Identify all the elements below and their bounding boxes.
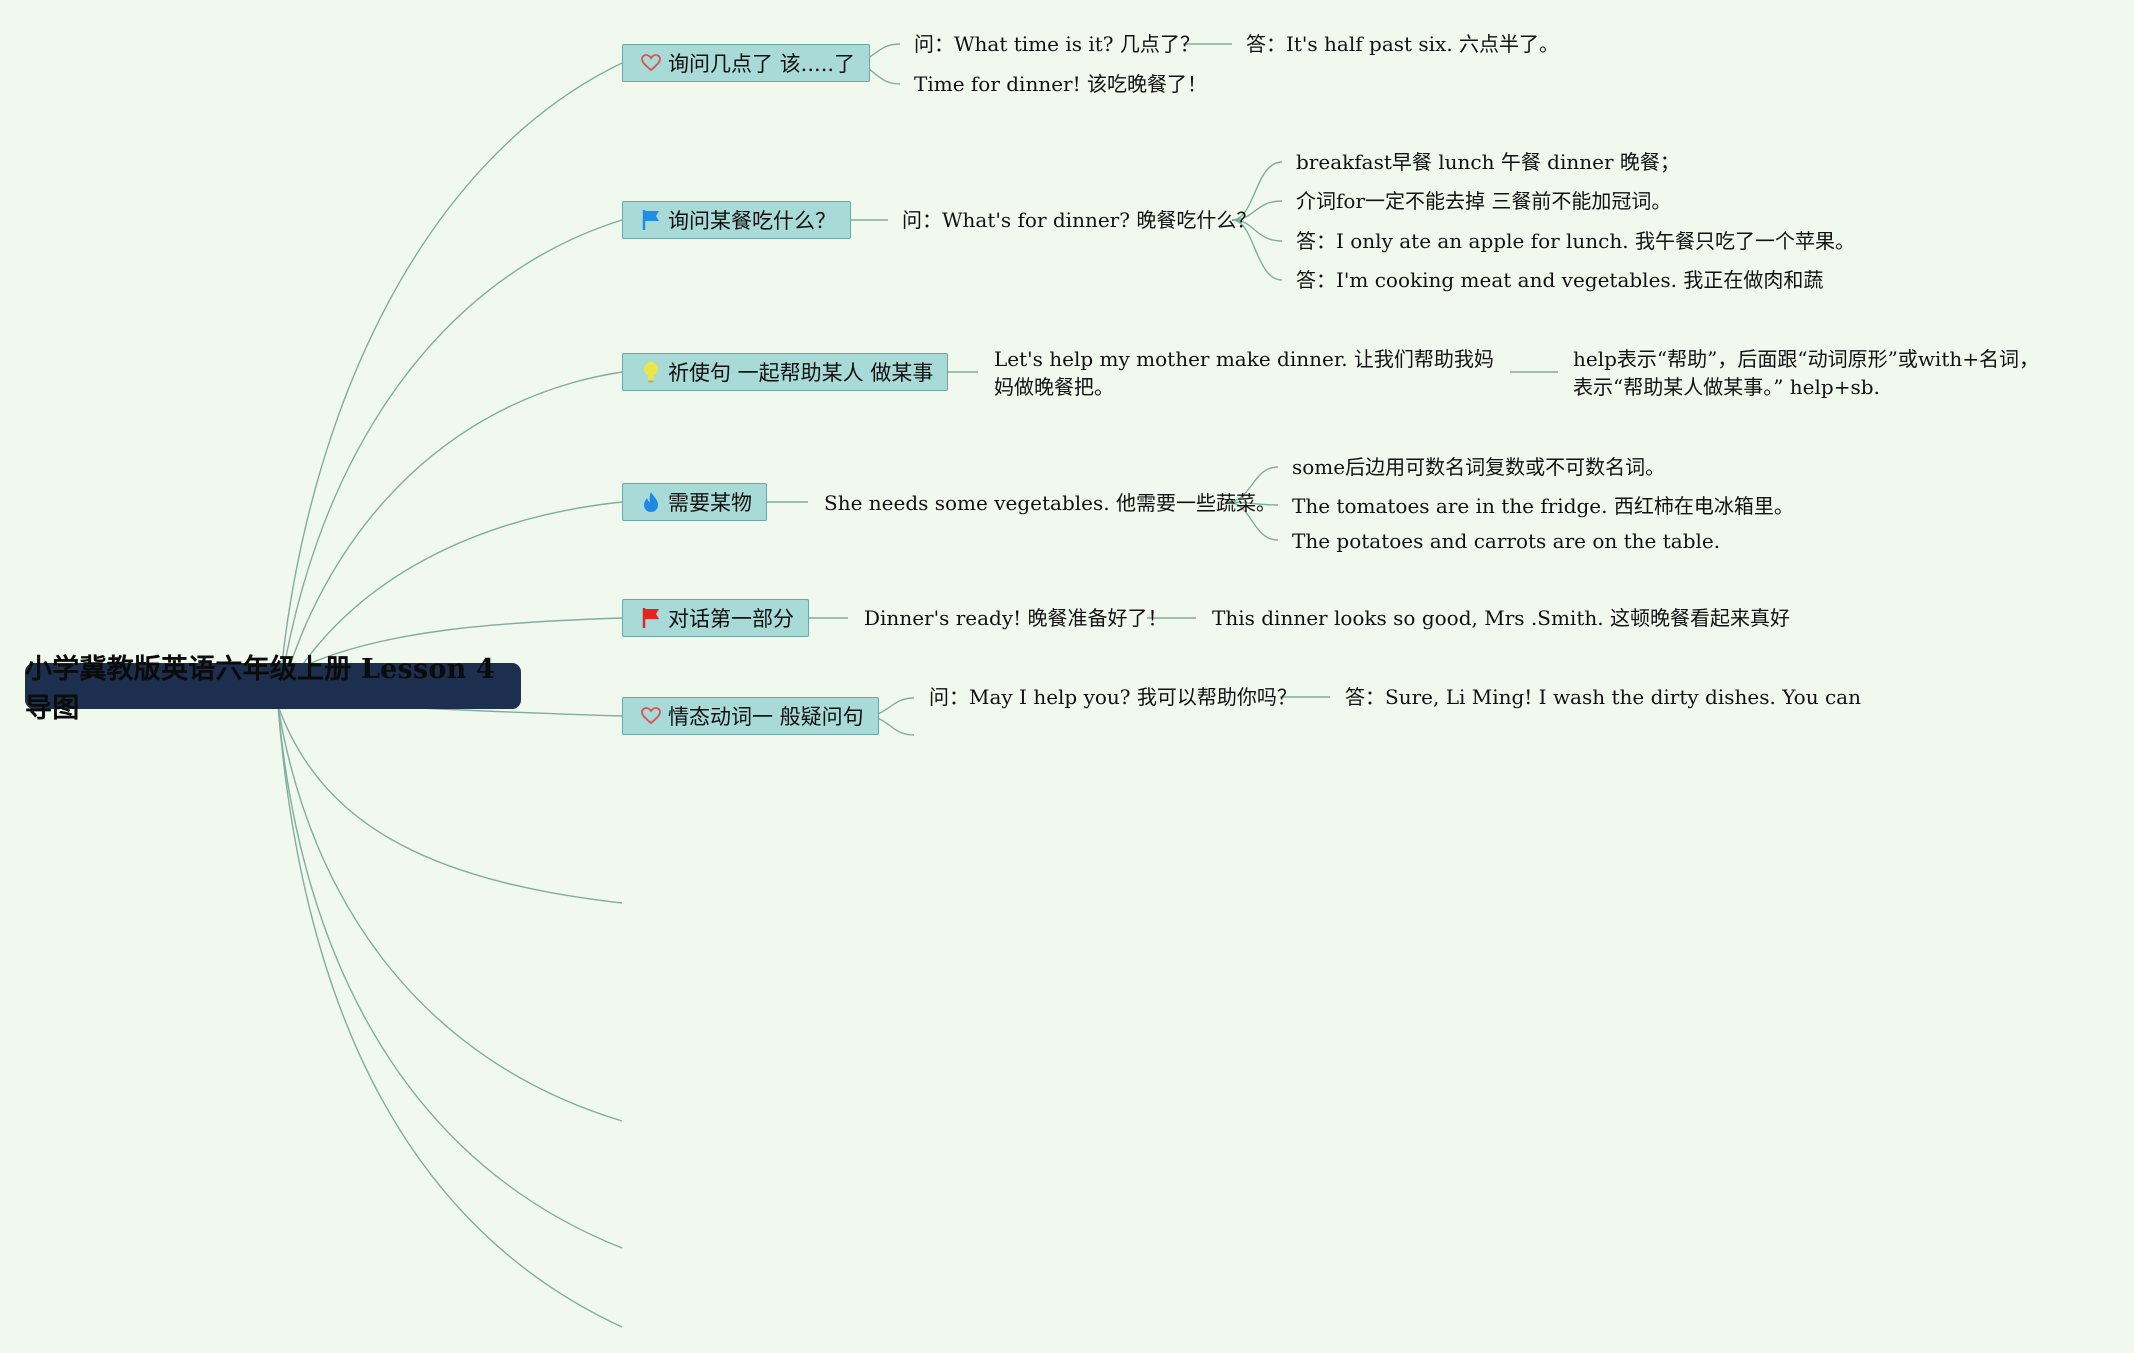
question-may-i-help[interactable]: 问：May I help you? 我可以帮助你吗？ bbox=[929, 685, 1297, 709]
central-topic[interactable]: 小学冀教版英语六年级上册 Lesson 4导图 bbox=[25, 654, 521, 724]
blue-flag-icon bbox=[640, 209, 662, 231]
topic-label: 情态动词一 般疑问句 bbox=[668, 705, 864, 729]
answer-half-past-six[interactable]: 答：It's half past six. 六点半了。 bbox=[1246, 32, 1560, 56]
note-meals[interactable]: breakfast早餐 lunch 午餐 dinner 晚餐； bbox=[1296, 150, 1680, 174]
topic-label: 对话第一部分 bbox=[668, 607, 794, 631]
sentence-dinner-ready[interactable]: Dinner's ready! 晚餐准备好了！ bbox=[864, 606, 1168, 630]
topic-ask-time[interactable]: 询问几点了 该.....了 bbox=[622, 44, 871, 82]
note-help-usage[interactable]: help表示“帮助”，后面跟“动词原形”或with+名词，表示“帮助某人做某事。… bbox=[1573, 347, 2040, 399]
topic-dialogue-part-one[interactable]: 对话第一部分 bbox=[622, 599, 809, 637]
sentence-dinner-looks-good[interactable]: This dinner looks so good, Mrs .Smith. 这… bbox=[1212, 606, 1790, 630]
topic-label: 祈使句 一起帮助某人 做某事 bbox=[668, 361, 934, 385]
answer-cooking[interactable]: 答：I'm cooking meat and vegetables. 我正在做肉… bbox=[1296, 268, 1824, 292]
topic-label: 需要某物 bbox=[668, 491, 752, 515]
topic-imperative-help[interactable]: 祈使句 一起帮助某人 做某事 bbox=[622, 353, 949, 391]
answer-apple-lunch[interactable]: 答：I only ate an apple for lunch. 我午餐只吃了一… bbox=[1296, 229, 1855, 253]
red-flag-icon bbox=[640, 607, 662, 629]
heart-outline-icon bbox=[640, 52, 662, 74]
question-whats-for-dinner[interactable]: 问：What's for dinner? 晚餐吃什么？ bbox=[902, 208, 1257, 232]
answer-sure-li-ming[interactable]: 答：Sure, Li Ming! I wash the dirty dishes… bbox=[1345, 685, 1861, 709]
sentence-tomatoes-fridge[interactable]: The tomatoes are in the fridge. 西红柿在电冰箱里… bbox=[1292, 494, 1794, 518]
topic-label: 询问几点了 该.....了 bbox=[668, 52, 856, 76]
heart-outline-icon bbox=[640, 705, 662, 727]
topic-label: 询问某餐吃什么？ bbox=[668, 209, 836, 233]
sentence-potatoes-table[interactable]: The potatoes and carrots are on the tabl… bbox=[1292, 529, 1721, 553]
yellow-lightbulb-icon bbox=[640, 361, 662, 383]
question-what-time[interactable]: 问：What time is it? 几点了？ bbox=[914, 32, 1200, 56]
sentence-lets-help[interactable]: Let's help my mother make dinner. 让我们帮助我… bbox=[994, 347, 1494, 399]
topic-ask-meal[interactable]: 询问某餐吃什么？ bbox=[622, 201, 851, 239]
blue-flame-icon bbox=[640, 491, 662, 513]
topic-modal-verb-question[interactable]: 情态动词一 般疑问句 bbox=[622, 697, 879, 735]
topic-need-something[interactable]: 需要某物 bbox=[622, 483, 767, 521]
time-for-dinner[interactable]: Time for dinner! 该吃晚餐了！ bbox=[914, 72, 1208, 96]
note-some-usage[interactable]: some后边用可数名词复数或不可数名词。 bbox=[1292, 455, 1666, 479]
central-topic-title: 小学冀教版英语六年级上册 Lesson 4导图 bbox=[25, 654, 495, 724]
sentence-needs-vegetables[interactable]: She needs some vegetables. 他需要一些蔬菜。 bbox=[824, 491, 1276, 515]
note-preposition-for[interactable]: 介词for一定不能去掉 三餐前不能加冠词。 bbox=[1296, 189, 1672, 213]
